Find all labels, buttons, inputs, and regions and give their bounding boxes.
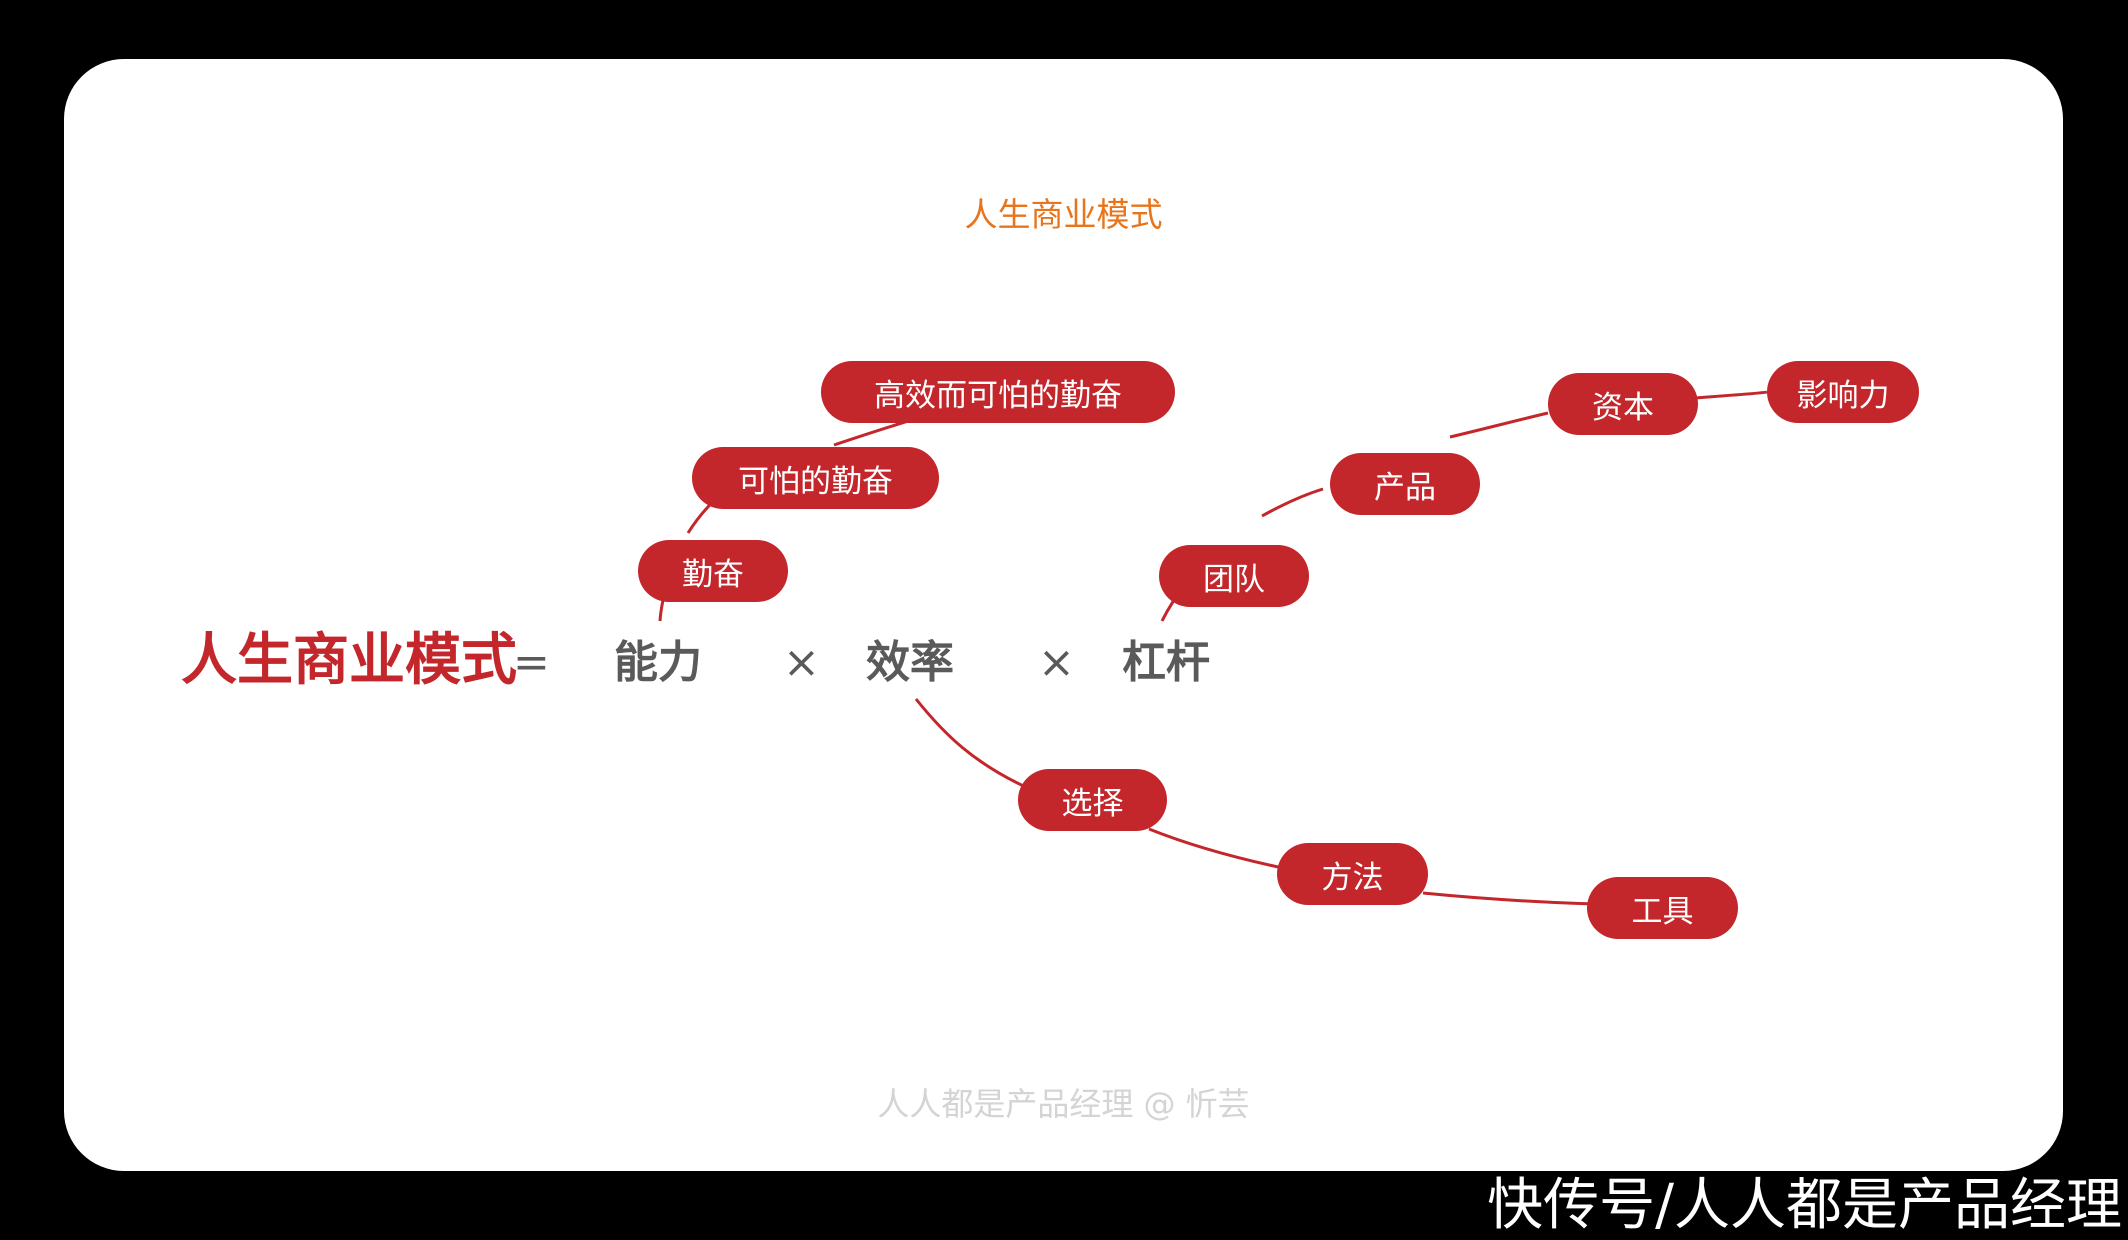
source-label: 快传号/人人都是产品经理 xyxy=(1487,1173,2122,1238)
mindmap-card: 人生商业模式 人生商业模式 = 能力 × 效率 × 杠杆 勤奋 可怕的勤奋 高效… xyxy=(64,59,2063,1171)
connector-team-product xyxy=(1261,487,1324,518)
node-choice: 选择 xyxy=(1018,769,1167,831)
times-sign-2: × xyxy=(1038,637,1075,688)
node-influence: 影响力 xyxy=(1767,361,1919,423)
node-team: 团队 xyxy=(1159,545,1309,607)
node-tool: 工具 xyxy=(1587,877,1738,939)
formula-main-label: 人生商业模式 xyxy=(181,628,517,693)
factor-efficiency: 效率 xyxy=(866,637,954,688)
factor-leverage: 杠杆 xyxy=(1122,637,1210,688)
watermark: 人人都是产品经理 @ 忻芸 xyxy=(877,1085,1250,1123)
page-title: 人生商业模式 xyxy=(964,195,1163,234)
node-capital: 资本 xyxy=(1548,373,1698,435)
equals-sign: = xyxy=(513,637,550,688)
connector-capital-influence xyxy=(1694,390,1768,400)
node-product: 产品 xyxy=(1330,453,1480,515)
node-efficient-terrible-diligence: 高效而可怕的勤奋 xyxy=(821,361,1175,423)
connector-product-capital xyxy=(1449,411,1549,439)
times-sign-1: × xyxy=(783,637,820,688)
node-method: 方法 xyxy=(1277,843,1428,905)
factor-ability: 能力 xyxy=(614,637,702,688)
branch-connectors xyxy=(658,390,1768,907)
connector-efficiency-choice xyxy=(914,698,1033,792)
node-terrible-diligence: 可怕的勤奋 xyxy=(692,447,939,509)
node-diligence: 勤奋 xyxy=(638,540,788,602)
